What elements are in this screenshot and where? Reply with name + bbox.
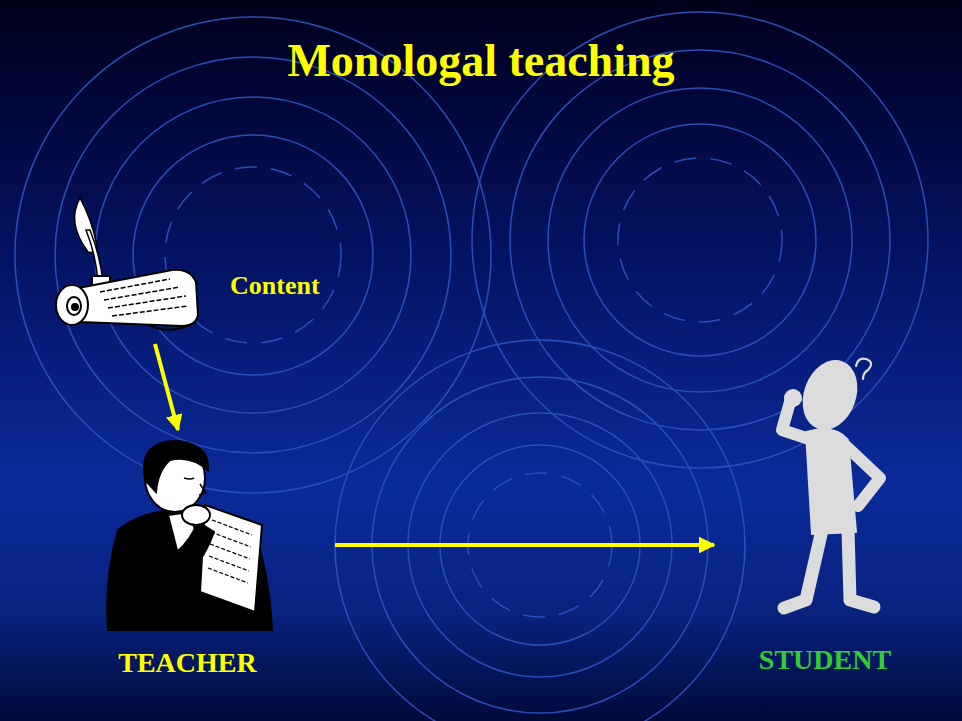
node-label: Content bbox=[230, 271, 320, 301]
content-node: Content bbox=[45, 188, 350, 338]
slide-title: Monologal teaching bbox=[0, 34, 962, 87]
student-node: STUDENT bbox=[740, 352, 910, 682]
scroll-icon bbox=[56, 198, 198, 330]
flow-arrow bbox=[155, 344, 178, 430]
teacher-figure bbox=[107, 441, 272, 630]
flow-arrow bbox=[335, 543, 714, 547]
node-label: STUDENT bbox=[759, 644, 891, 676]
teacher-node: TEACHER bbox=[95, 435, 280, 685]
ripple-circles bbox=[15, 12, 928, 721]
student-figure bbox=[782, 352, 880, 608]
node-label: TEACHER bbox=[118, 647, 256, 679]
